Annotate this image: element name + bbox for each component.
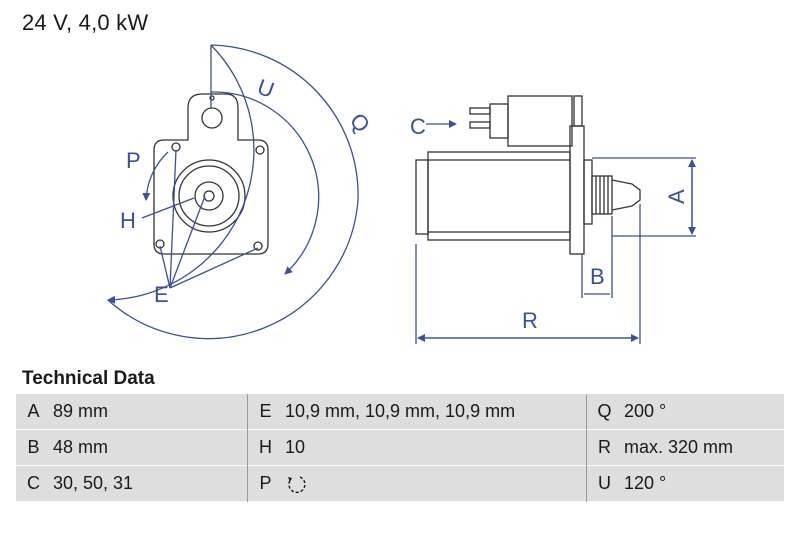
product-title: 24 V, 4,0 kW (22, 10, 149, 35)
label-E: E (154, 282, 169, 307)
spec-value: 10 (283, 429, 587, 466)
label-Q: Q (345, 108, 375, 137)
spec-key: C (16, 465, 51, 502)
front-dimensions (107, 44, 359, 340)
counterclockwise-rotation-icon (288, 475, 306, 493)
spec-key: U (586, 465, 622, 502)
spec-key: R (586, 429, 622, 466)
spec-value: 89 mm (51, 394, 248, 430)
spec-value: 30, 50, 31 (51, 465, 248, 502)
label-C: C (410, 114, 426, 139)
label-U: U (254, 74, 277, 103)
spec-value: 48 mm (51, 429, 248, 466)
spec-key: P (247, 465, 283, 502)
table-row: B 48 mm H 10 R max. 320 mm (16, 429, 784, 466)
spec-key: H (247, 429, 283, 466)
spec-value: 120 ° (622, 465, 784, 502)
table-row: A 89 mm E 10,9 mm, 10,9 mm, 10,9 mm Q 20… (16, 394, 784, 430)
side-dimensions (415, 120, 696, 344)
starter-motor-drawing: U Q P H E C A B R (107, 44, 696, 344)
spec-value-rotation (283, 465, 587, 502)
spec-value: 200 ° (622, 394, 784, 430)
spec-key: A (16, 394, 51, 430)
spec-key: Q (586, 394, 622, 430)
label-H: H (120, 208, 136, 233)
side-view (415, 95, 641, 255)
front-view (153, 93, 269, 255)
label-B: B (590, 264, 605, 289)
spec-key: B (16, 429, 51, 466)
technical-data-heading: Technical Data (22, 368, 155, 389)
spec-value: max. 320 mm (622, 429, 784, 466)
table-row: C 30, 50, 31 P U 120 ° (16, 465, 784, 502)
label-P: P (126, 148, 141, 173)
technical-data-table: A 89 mm E 10,9 mm, 10,9 mm, 10,9 mm Q 20… (16, 394, 784, 502)
spec-key: E (247, 394, 283, 430)
spec-value: 10,9 mm, 10,9 mm, 10,9 mm (283, 394, 587, 430)
label-R: R (522, 308, 538, 333)
label-A: A (664, 189, 689, 204)
